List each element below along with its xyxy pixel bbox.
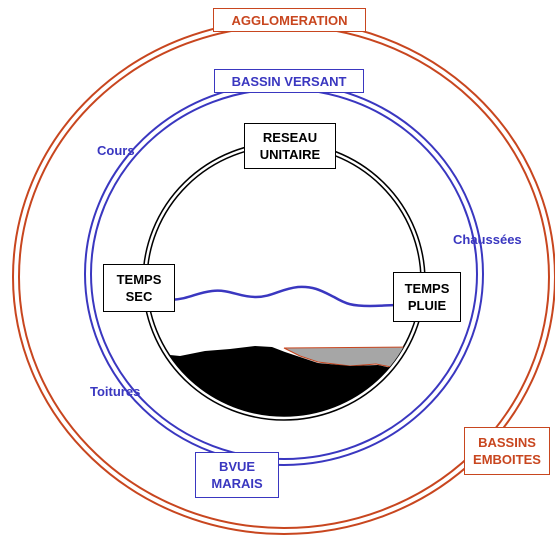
chaussees-label: Chaussées <box>453 232 522 247</box>
toitures-label: Toitures <box>90 384 141 399</box>
reseau-unitaire-label: RESEAU UNITAIRE <box>244 123 336 169</box>
temps-sec-label: TEMPS SEC <box>103 264 175 312</box>
water-line <box>169 285 399 308</box>
bassins-emboites-label: BASSINS EMBOITES <box>464 427 550 475</box>
agglomeration-label: AGGLOMERATION <box>213 8 366 32</box>
bvue-marais-label: BVUE MARAIS <box>195 452 279 498</box>
temps-pluie-label: TEMPS PLUIE <box>393 272 461 322</box>
bassin-versant-label: BASSIN VERSANT <box>214 69 364 93</box>
cours-label: Cours <box>97 143 135 158</box>
reseau-pipe <box>142 141 426 421</box>
